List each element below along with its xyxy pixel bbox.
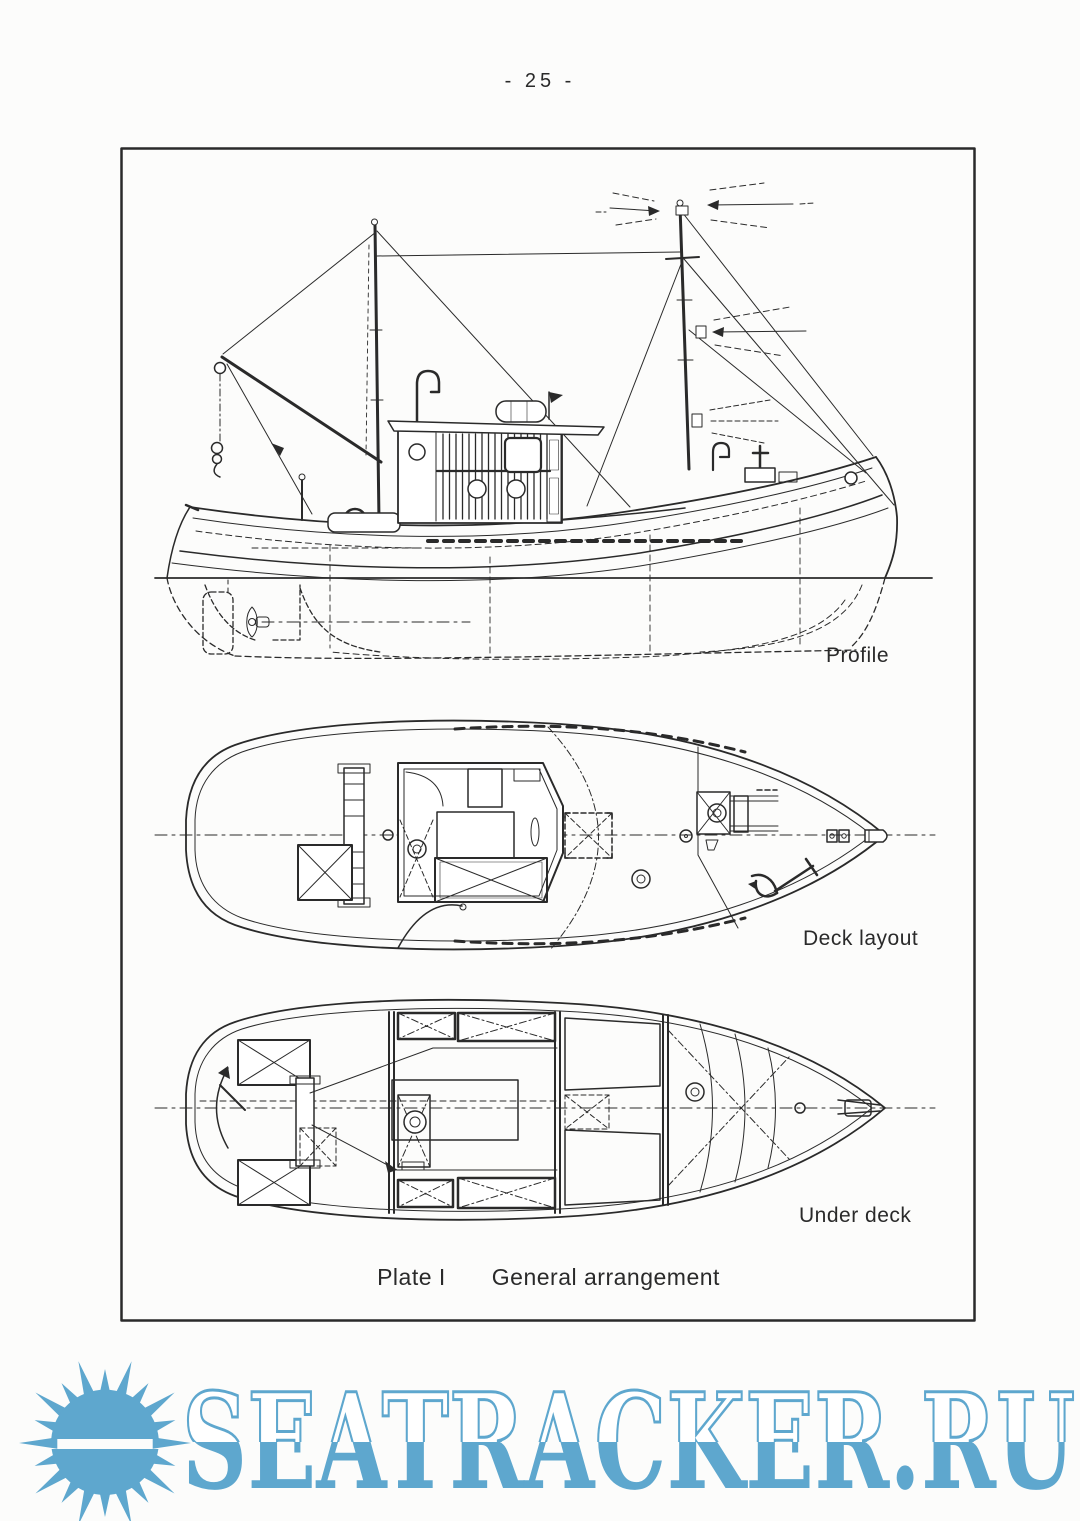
hawse-hole [844,471,858,485]
cargo-hook-icon [213,463,221,478]
navigation-light-rays [595,182,815,444]
mooring-ring [631,869,651,889]
sun-icon-rays [19,1361,191,1521]
plate-caption: Plate I General arrangement [120,1264,977,1291]
main-mast [369,218,384,523]
hold-tanks [564,1017,661,1206]
aft-hatch [327,512,401,533]
windlass-plan [696,789,779,851]
anchor-icon [748,857,819,898]
derrick-boom [210,355,383,478]
wheelhouse-window [503,436,543,474]
davit-arc [397,904,463,949]
rudder [202,591,234,655]
watermark: SEATRACKER.RU SEATRACKER.RU [19,1361,1077,1521]
foremast-section [679,829,693,843]
profile-drawing [154,182,933,660]
under-deck-drawing [154,998,936,1221]
sun-icon [19,1361,191,1521]
engine [391,1079,519,1141]
vane-icon [549,392,563,403]
stern-compartment [215,1039,337,1206]
bow-roller [864,829,888,843]
porthole-icon [467,479,487,499]
masthead-light-icon [675,205,689,216]
page-number: - 25 - [504,70,576,92]
rigging-lines [222,211,895,515]
tiller [219,1084,246,1111]
wheelhouse-plan [397,762,564,903]
bollard [530,817,540,847]
foremast [665,199,707,471]
fore-compartment [662,1014,881,1206]
door-swing-arc [405,771,444,807]
lower-light-icon [691,413,703,428]
figure-frame [120,147,976,1322]
engine-room [309,1011,561,1214]
porthole-icon [408,443,426,461]
underwater-profile [166,507,886,660]
flywheel [403,1110,427,1134]
main-mast-section [382,829,394,841]
hull-profile [166,456,898,582]
cargo-hatch [564,812,613,859]
deck-layout-drawing [154,719,936,951]
watermark-text-outline: SEATRACKER.RU [182,1365,1075,1520]
watermark-text-solid: SEATRACKER.RU [182,1365,1075,1520]
exhaust-funnel-icon [415,369,441,423]
liferaft-icon [495,400,547,423]
deck-layout-view-label: Deck layout [803,927,919,950]
profile-view-label: Profile [826,644,890,667]
porthole-icon [506,479,526,499]
plate-caption-title: General arrangement [491,1264,720,1290]
underdeck-hull-outline [185,998,886,1221]
general-arrangement-figure [120,147,976,1322]
wheelhouse-profile [387,369,686,524]
stern-hatch [297,844,353,901]
bow-fittings [826,829,888,843]
side-light-icon [695,325,707,339]
plate-caption-number: Plate I [377,1264,446,1290]
under-deck-view-label: Under deck [799,1204,912,1227]
wheelhouse-roof [387,420,605,436]
cowl-vent-icon [711,441,731,472]
foredeck-windlass [711,441,798,483]
